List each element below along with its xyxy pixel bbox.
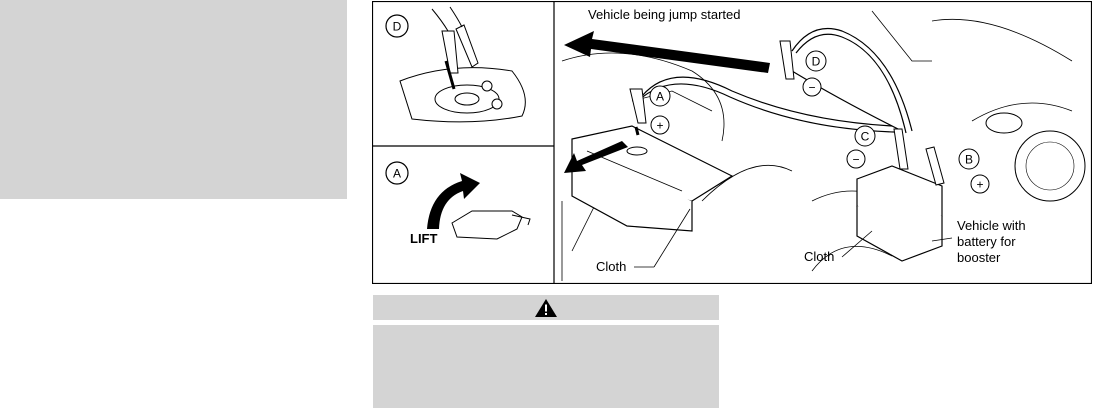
polarity-minus-d: − — [802, 77, 822, 97]
svg-text:D: D — [393, 20, 402, 34]
svg-text:D: D — [812, 55, 821, 69]
callout-d-main: D — [805, 50, 827, 72]
svg-text:B: B — [965, 153, 973, 167]
callout-a-inset: A — [385, 161, 409, 185]
warning-body — [373, 325, 719, 408]
battery-booster — [856, 165, 943, 262]
label-booster-line3: booster — [957, 250, 1001, 265]
svg-text:+: + — [656, 119, 663, 133]
svg-text:A: A — [656, 90, 664, 104]
svg-text:C: C — [861, 130, 870, 144]
label-cloth-right: Cloth — [804, 249, 834, 264]
svg-text:−: − — [808, 81, 815, 95]
callout-a-main: A — [649, 85, 671, 107]
svg-text:A: A — [393, 167, 401, 181]
main-illustration: A + D − C − B + Vehicle — [561, 7, 1086, 281]
inset-a: A LIFT — [385, 161, 531, 246]
callout-d-inset: D — [385, 14, 409, 38]
warning-triangle-icon — [535, 298, 557, 317]
polarity-plus-a: + — [650, 115, 670, 135]
callout-b-main: B — [958, 148, 980, 170]
svg-text:LIFT: LIFT — [410, 231, 437, 246]
callout-c-main: C — [854, 125, 876, 147]
side-panel — [0, 0, 347, 199]
svg-text:−: − — [852, 153, 859, 167]
label-booster-line1: Vehicle with — [957, 218, 1026, 233]
warning-header — [373, 295, 719, 320]
label-vehicle-jump-started: Vehicle being jump started — [588, 7, 740, 22]
polarity-plus-b: + — [970, 174, 990, 194]
label-cloth-left: Cloth — [596, 259, 626, 274]
label-booster-line2: battery for — [957, 234, 1016, 249]
jump-start-figure: D A LIFT — [372, 1, 1092, 284]
inset-d: D — [385, 6, 526, 123]
svg-text:+: + — [976, 178, 983, 192]
polarity-minus-c: − — [846, 149, 866, 169]
